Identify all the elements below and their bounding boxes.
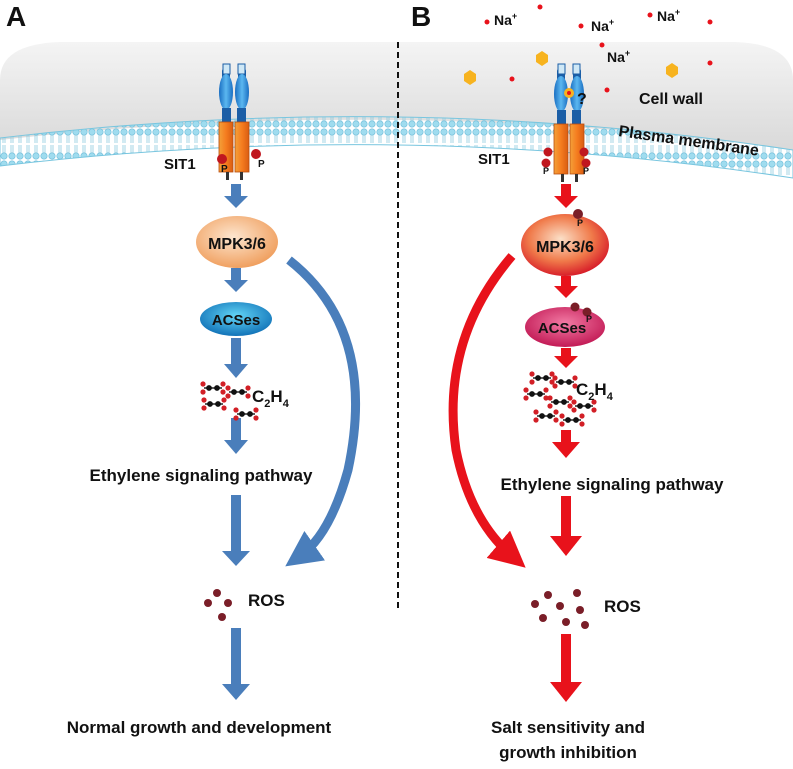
panel-a-letter: A — [6, 1, 26, 32]
ros-label-a: ROS — [248, 591, 285, 610]
phospho-mpk-b: P — [573, 209, 583, 228]
panel-b-arrows — [550, 184, 582, 702]
svg-text:P: P — [543, 166, 549, 176]
cell-wall-hexagons — [464, 51, 678, 85]
panel-a-arrows — [222, 184, 250, 700]
sit1-label-a: SIT1 — [164, 156, 196, 173]
ethylene-formula-b: C2H4 — [576, 380, 614, 403]
ros-dots-a — [204, 589, 232, 621]
svg-text:P: P — [221, 164, 228, 175]
svg-text:P: P — [583, 166, 589, 176]
ros-dots-b — [531, 589, 589, 629]
ethylene-pathway-label-b: Ethylene signaling pathway — [501, 475, 724, 494]
phospho-a-left: P — [217, 154, 228, 175]
svg-text:P: P — [258, 159, 265, 170]
mpk-node-b — [521, 214, 609, 276]
na-label-4: Na+ — [607, 48, 630, 65]
panel-b: Na+ Na+ Na+ Na+ Cell wall Plasma membran… — [448, 4, 760, 762]
sit1-receptor-a — [218, 63, 250, 180]
na-label-1: Na+ — [494, 11, 517, 28]
acs-node-a — [200, 302, 272, 336]
mpk-node-a — [196, 216, 278, 268]
sit1-label-b: SIT1 — [478, 151, 510, 168]
sit1-receptor-b — [553, 63, 585, 182]
svg-text:P: P — [586, 314, 592, 324]
mpk-label-a: MPK3/6 — [208, 236, 266, 253]
phospho-b-cluster: P P — [541, 147, 591, 176]
ros-label-b: ROS — [604, 597, 641, 616]
acs-label-b: ACSes — [538, 320, 586, 337]
outcome-label-a: Normal growth and development — [67, 718, 332, 737]
panel-b-letter: B — [411, 1, 431, 32]
svg-text:P: P — [577, 218, 583, 228]
ethylene-molecules-a — [199, 380, 260, 422]
unknown-binding-mark: ? — [577, 91, 587, 108]
outcome-label-b-line2: growth inhibition — [499, 743, 637, 762]
acs-node-b — [525, 307, 605, 347]
mpk-to-ros-arrow-b — [448, 253, 526, 568]
acs-label-a: ACSes — [212, 312, 260, 329]
phospho-a-right: P — [251, 149, 265, 170]
na-label-3: Na+ — [657, 7, 680, 24]
ethylene-pathway-label-a: Ethylene signaling pathway — [90, 466, 313, 485]
cell-wall-label: Cell wall — [639, 91, 703, 108]
panel-a: P P SIT1 MPK3/6 ACSes C2H4 — [67, 63, 361, 737]
mpk-to-ros-arrow-a — [285, 256, 361, 567]
phospho-acs-b: P — [570, 302, 592, 324]
ethylene-formula-a: C2H4 — [252, 387, 290, 410]
na-label-2: Na+ — [591, 17, 614, 34]
mpk-label-b: MPK3/6 — [536, 239, 594, 256]
outcome-label-b-line1: Salt sensitivity and — [491, 718, 645, 737]
sodium-ions — [484, 4, 713, 93]
